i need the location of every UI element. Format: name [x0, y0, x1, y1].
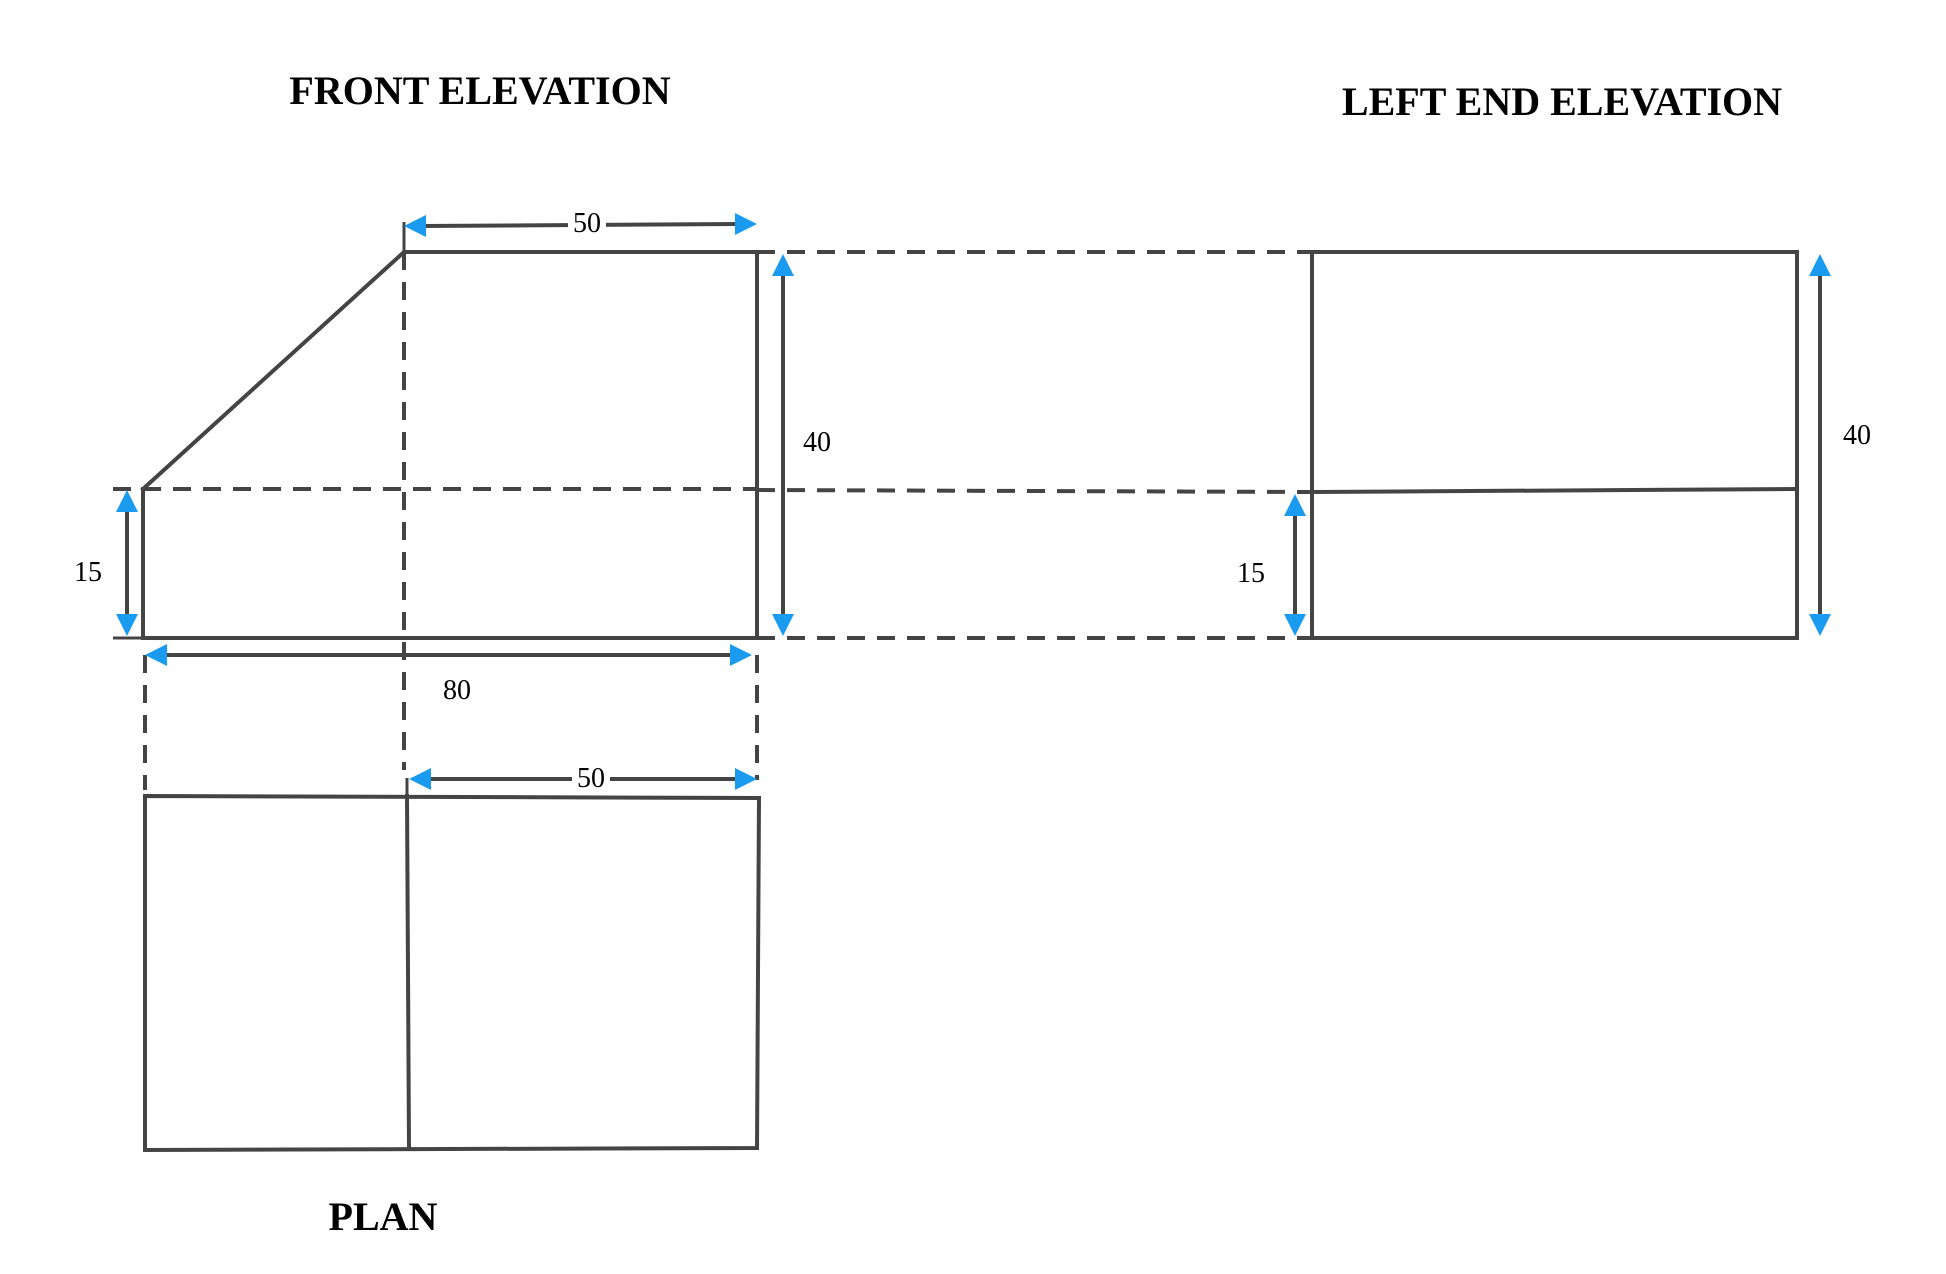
projection-lines: [143, 250, 1313, 790]
dim-overall-length: 80: [145, 644, 752, 706]
arrowhead-left: [404, 215, 426, 237]
arrowhead-down: [1809, 614, 1831, 636]
dim-front-top-width: 50: [404, 206, 757, 239]
left-end-elevation-title: LEFT END ELEVATION: [1342, 79, 1782, 124]
dim-label-end-height: 40: [1843, 420, 1871, 451]
arrowhead-down: [1284, 614, 1306, 636]
dim-front-height: 40: [772, 254, 831, 636]
dim-label-end-step-height: 15: [1237, 558, 1265, 589]
plan-title: PLAN: [329, 1194, 438, 1239]
plan-dividing-line: [404, 793, 412, 1152]
left-end-elevation-view: [1309, 250, 1800, 640]
arrowhead-up: [1809, 254, 1831, 276]
arrowhead-left: [409, 768, 431, 790]
projection-step: [756, 488, 1313, 494]
arrowhead-right: [735, 213, 757, 235]
arrowhead-up: [1284, 494, 1306, 516]
dim-label-overall-length: 80: [443, 675, 471, 706]
arrowhead-right: [735, 768, 757, 790]
plan-view: [143, 778, 762, 1153]
arrowhead-down: [116, 614, 138, 636]
end-outline: [1310, 250, 1799, 640]
front-outline: [140, 250, 759, 640]
dim-end-height: 40: [1809, 254, 1871, 636]
dim-label-plan-width: 50: [577, 763, 605, 794]
plan-outline: [143, 793, 762, 1153]
dim-label-background: [572, 761, 610, 793]
arrowhead-up: [772, 254, 794, 276]
arrowhead-up: [116, 490, 138, 512]
front-elevation-view: [113, 222, 759, 770]
dim-label-front-top-width: 50: [573, 208, 601, 239]
dim-label-background: [568, 206, 606, 238]
front-elevation-title: FRONT ELEVATION: [289, 68, 670, 113]
dim-plan-width: 50: [409, 761, 757, 794]
dim-label-front-step-height: 15: [74, 557, 102, 588]
end-step-line: [1309, 486, 1800, 495]
dim-front-step-height: 15: [74, 490, 138, 636]
dim-label-front-height: 40: [803, 427, 831, 458]
arrowhead-left: [145, 644, 167, 666]
arrowhead-down: [772, 614, 794, 636]
arrowhead-right: [730, 644, 752, 666]
dim-end-step-height: 15: [1237, 494, 1306, 636]
